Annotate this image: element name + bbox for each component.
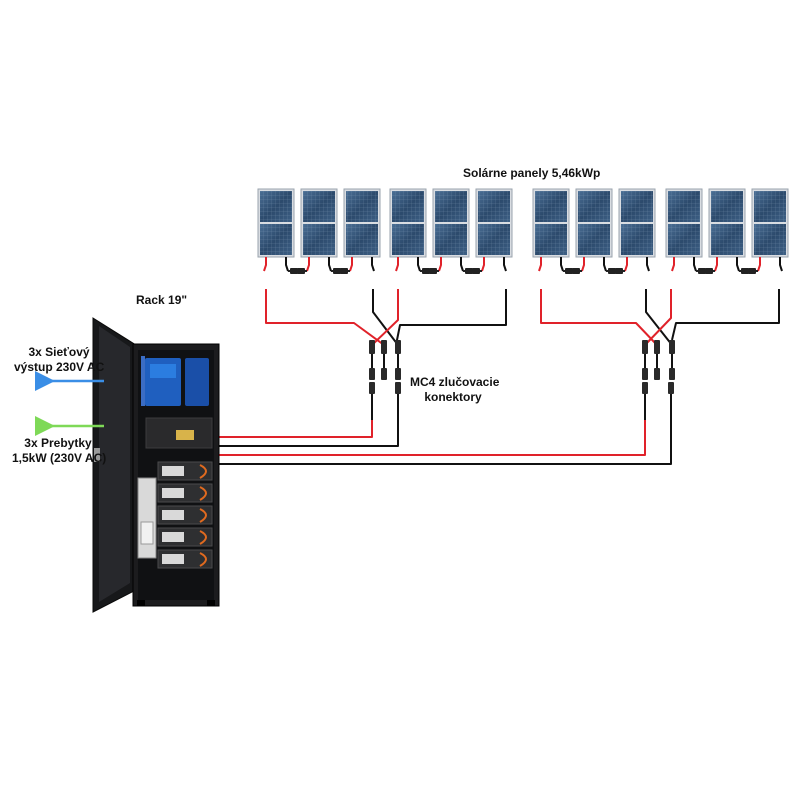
lead-negative <box>328 257 332 272</box>
mc4-plug <box>297 268 305 274</box>
lead-positive <box>263 257 267 272</box>
mc4-connectors <box>369 340 675 420</box>
battery-module <box>157 505 213 525</box>
mc4-inline-connector <box>395 382 401 420</box>
mc4-plug <box>565 268 573 274</box>
rack-door-glass <box>99 326 130 602</box>
solar-panel <box>257 188 295 258</box>
lead-positive <box>671 257 675 272</box>
mc4-plug <box>465 268 473 274</box>
lead-negative <box>560 257 564 272</box>
lead-positive <box>438 257 442 272</box>
solar-panel-array <box>257 188 789 258</box>
lead-negative <box>736 257 740 272</box>
lead-negative <box>503 257 507 272</box>
mc4-plug <box>340 268 348 274</box>
lead-positive <box>714 257 718 272</box>
mc4-y-connector <box>369 340 375 380</box>
mc4-plug <box>748 268 756 274</box>
mc4-y-connector <box>669 340 675 380</box>
breaker-panel <box>137 477 157 559</box>
lead-negative <box>646 257 650 272</box>
surplus-output-line2: 1,5kW (230V AC) <box>12 451 107 465</box>
lead-positive <box>581 257 585 272</box>
lead-positive <box>306 257 310 272</box>
panels-title: Solárne panely 5,46kWp <box>463 166 601 180</box>
lead-positive <box>624 257 628 272</box>
mc4-plug <box>705 268 713 274</box>
mc4-y-connector <box>654 340 660 380</box>
string-2-negative <box>395 289 507 346</box>
mc4-inline-connector <box>668 382 674 420</box>
connector-label-line2: konektory <box>424 390 482 404</box>
solar-panel <box>389 188 427 258</box>
solar-panel <box>665 188 703 258</box>
mc4-y-connector <box>381 340 387 380</box>
panel-cable-leads <box>263 257 783 274</box>
mc4-plug <box>429 268 437 274</box>
lead-positive <box>395 257 399 272</box>
mc4-y-connector <box>395 340 401 380</box>
solar-panel <box>708 188 746 258</box>
lead-positive <box>538 257 542 272</box>
mc4-plug <box>572 268 580 274</box>
solar-panel <box>751 188 789 258</box>
solar-panel <box>618 188 656 258</box>
right-array-negative-feed <box>218 420 672 465</box>
lead-negative <box>603 257 607 272</box>
lead-negative <box>460 257 464 272</box>
surplus-output-label: 3x Prebytky 1,5kW (230V AC) <box>12 436 107 466</box>
rack-cabinet <box>92 317 220 613</box>
mc4-plug <box>741 268 749 274</box>
lead-negative <box>779 257 783 272</box>
string-3-positive <box>540 289 658 356</box>
connector-label: MC4 zlučovacie konektory <box>410 375 500 405</box>
solar-panel <box>432 188 470 258</box>
grid-output-line2: výstup 230V AC <box>14 360 105 374</box>
mc4-plug <box>608 268 616 274</box>
solar-panel <box>475 188 513 258</box>
lead-positive <box>349 257 353 272</box>
solar-panel <box>575 188 613 258</box>
mc4-inline-connector <box>369 382 375 420</box>
right-array-positive-feed <box>218 420 646 456</box>
mc4-plug <box>615 268 623 274</box>
lead-positive <box>481 257 485 272</box>
mc4-plug <box>698 268 706 274</box>
string-4-negative <box>671 289 780 341</box>
lead-negative <box>417 257 421 272</box>
lead-positive <box>757 257 761 272</box>
rack-label: Rack 19" <box>136 293 188 307</box>
mc4-plug <box>472 268 480 274</box>
solar-panel <box>532 188 570 258</box>
left-array-negative-feed <box>218 420 399 447</box>
string-1-positive <box>265 289 385 356</box>
mc4-inline-connector <box>642 382 648 420</box>
mc4-y-connector <box>642 340 648 380</box>
solar-panel <box>300 188 338 258</box>
grid-output-label: 3x Sieťový výstup 230V AC <box>14 345 104 375</box>
connector-label-line1: MC4 zlučovacie <box>410 375 500 389</box>
battery-module <box>157 527 213 547</box>
battery-module <box>157 549 213 569</box>
battery-module <box>157 483 213 503</box>
surplus-output-line1: 3x Prebytky <box>24 436 92 450</box>
mc4-plug <box>290 268 298 274</box>
grid-output-line1: 3x Sieťový <box>28 345 90 359</box>
battery-modules <box>157 461 213 569</box>
lead-negative <box>371 257 375 272</box>
lead-negative <box>693 257 697 272</box>
solar-panel <box>343 188 381 258</box>
left-array-positive-feed <box>218 420 373 438</box>
mc4-plug <box>333 268 341 274</box>
battery-module <box>157 461 213 481</box>
door-handle <box>94 448 100 462</box>
lead-negative <box>285 257 289 272</box>
mc4-plug <box>422 268 430 274</box>
